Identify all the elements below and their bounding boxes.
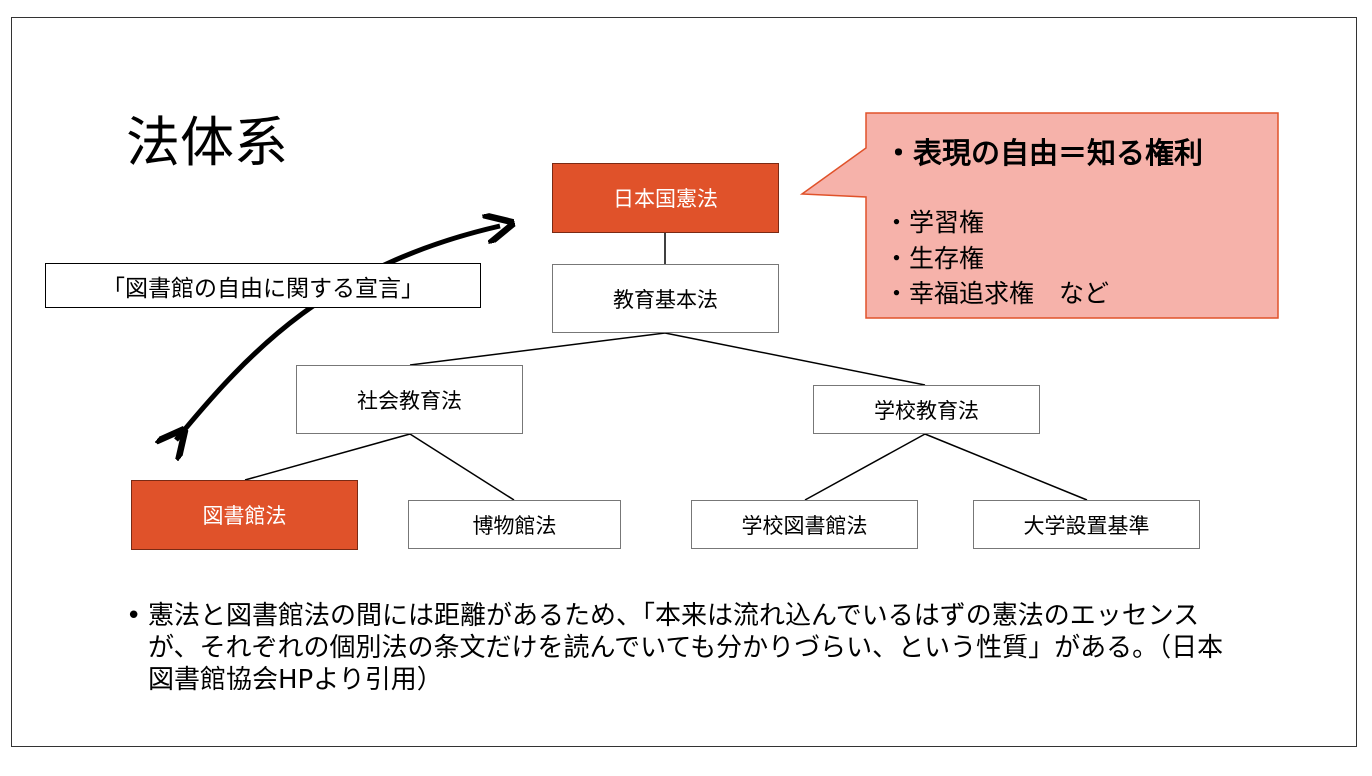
double-arrow <box>176 226 500 440</box>
node-education-basic: 教育基本法 <box>552 264 779 333</box>
callout-item: ・生存権 <box>884 244 985 273</box>
node-social-education: 社会教育法 <box>296 365 523 434</box>
declaration-label: 「図書館の自由に関する宣言」 <box>45 263 481 308</box>
node-constitution: 日本国憲法 <box>552 163 779 233</box>
line-basic-social <box>409 332 666 366</box>
line-school-schoollibrary <box>804 433 926 501</box>
note-text: 憲法と図書館法の間には距離があるため、「本来は流れ込んでいるはずの憲法のエッセン… <box>148 601 1224 695</box>
callout-item: ・学習権 <box>884 208 985 237</box>
node-school-library-law: 学校図書館法 <box>691 500 918 549</box>
line-social-museum <box>409 433 515 501</box>
node-library-law: 図書館法 <box>131 480 358 550</box>
slide <box>11 17 1357 747</box>
node-school-education: 学校教育法 <box>813 385 1040 434</box>
line-social-library <box>244 433 411 481</box>
line-basic-school <box>664 332 926 386</box>
line-school-university <box>924 433 1088 501</box>
node-university-standards: 大学設置基準 <box>973 500 1200 549</box>
callout-heading: ・表現の自由＝知る権利 <box>884 136 1204 170</box>
bullet-icon: • <box>126 601 142 631</box>
callout-item: ・幸福追求権 など <box>884 279 1110 308</box>
node-museum-law: 博物館法 <box>408 500 621 549</box>
note-bullet-item: • 憲法と図書館法の間には距離があるため、「本来は流れ込んでいるはずの憲法のエッ… <box>126 600 1226 696</box>
page-title: 法体系 <box>126 111 288 174</box>
callout-shape <box>799 112 1279 319</box>
